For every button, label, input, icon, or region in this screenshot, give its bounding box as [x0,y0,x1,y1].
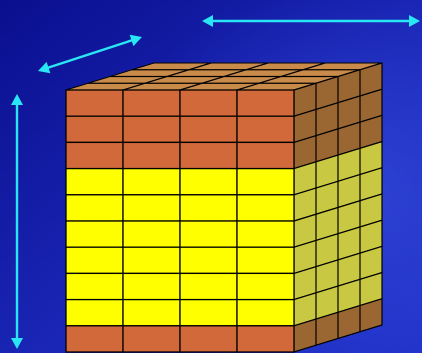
front-cell-r2-c3 [179,115,238,144]
front-cell-r1-c4 [236,89,295,117]
front-cell-r8-c4 [236,272,295,301]
front-cell-r8-c3 [179,272,238,301]
cube [65,62,383,353]
front-cell-r6-c3 [179,220,238,248]
front-cell-r5-c1 [65,194,124,222]
front-cell-r1-c3 [179,89,238,117]
depth-arrow-head-end [129,34,142,47]
top-grid-line [236,62,326,91]
front-cell-r2-c4 [236,115,295,144]
front-cell-r9-c4 [236,298,295,327]
width-arrow-head-start [202,15,213,27]
front-cell-r7-c1 [65,246,124,275]
depth-arrow-head-start [38,61,51,74]
front-cell-r3-c2 [122,141,181,170]
front-cell-r9-c2 [122,298,181,327]
top-grid-line [122,62,212,91]
height-arrow-head-start [11,94,23,105]
depth-arrow-shaft [45,38,135,70]
front-cell-r3-c3 [179,141,238,170]
front-cell-r7-c3 [179,246,238,275]
front-cell-r8-c2 [122,272,181,301]
front-cell-r4-c1 [65,167,124,196]
front-cell-r9-c1 [65,298,124,327]
top-grid-line [179,62,269,91]
front-cell-r6-c2 [122,220,181,248]
front-cell-r7-c4 [236,246,295,275]
front-cell-r5-c3 [179,194,238,222]
dimension-arrows [11,15,420,349]
front-cell-r4-c2 [122,167,181,196]
front-cell-r10-c3 [179,325,238,353]
front-cell-r8-c1 [65,272,124,301]
front-cell-r3-c4 [236,141,295,170]
front-cell-r7-c2 [122,246,181,275]
front-cell-r4-c4 [236,167,295,196]
height-arrow-head-end [11,338,23,349]
width-arrow-head-end [409,15,420,27]
front-cell-r10-c4 [236,325,295,353]
front-cell-r5-c4 [236,194,295,222]
front-cell-r3-c1 [65,141,124,170]
front-cell-r6-c4 [236,220,295,248]
front-cell-r4-c3 [179,167,238,196]
front-cell-r5-c2 [122,194,181,222]
front-cell-r10-c1 [65,325,124,353]
front-cell-r1-c1 [65,89,124,117]
front-cell-r9-c3 [179,298,238,327]
front-cell-r10-c2 [122,325,181,353]
front-cell-r1-c2 [122,89,181,117]
front-cell-r6-c1 [65,220,124,248]
front-cell-r2-c2 [122,115,181,144]
front-cell-r2-c1 [65,115,124,144]
